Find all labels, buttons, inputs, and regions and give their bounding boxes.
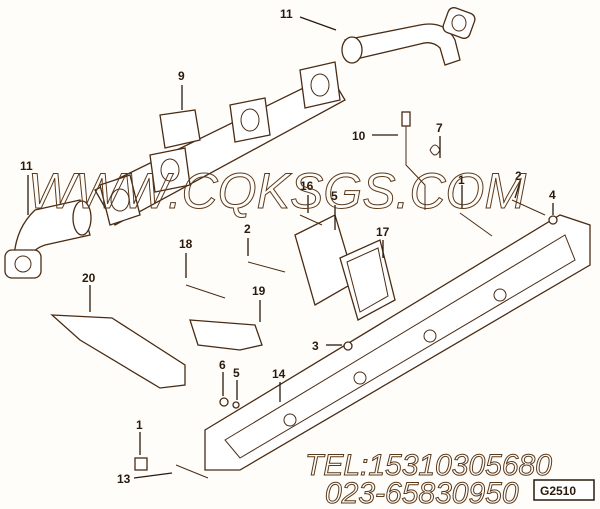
label-5-low: 5 (233, 366, 240, 380)
label-11-left: 11 (20, 159, 33, 173)
label-2: 2 (515, 169, 522, 183)
bolts (134, 199, 558, 479)
watermark-tel: TEL:15310305680 (305, 449, 552, 482)
label-11: 11 (280, 7, 293, 21)
figure-code: G2510 (540, 484, 576, 498)
manifold-housing (204, 214, 591, 471)
label-10: 10 (352, 129, 366, 143)
label-3: 3 (312, 339, 319, 353)
label-20: 20 (82, 271, 96, 285)
label-9: 9 (178, 69, 185, 83)
callout-arrows (27, 16, 554, 479)
label-13: 13 (117, 472, 131, 486)
elbow-pipe-left (4, 199, 92, 279)
watermark-site: WWW.CQKSGS.COM (28, 163, 526, 219)
label-1-top: 1 (458, 173, 465, 187)
cover-plate (294, 214, 396, 321)
bracket-plate (189, 319, 263, 351)
label-6: 6 (219, 358, 226, 372)
label-14: 14 (272, 367, 286, 381)
callout-labels: 11 9 10 7 11 16 5 1 2 4 17 2 18 20 19 3 … (20, 7, 556, 486)
label-4: 4 (549, 188, 556, 202)
label-16: 16 (300, 179, 314, 193)
figure-code-box (533, 479, 595, 501)
watermark-phone: 023-65830950 (325, 477, 519, 509)
label-5: 5 (331, 189, 338, 203)
label-18: 18 (179, 237, 193, 251)
label-19: 19 (252, 284, 266, 298)
label-17: 17 (376, 225, 390, 239)
elbow-pipe-top (341, 7, 476, 66)
label-7: 7 (436, 121, 443, 135)
shield-plate (50, 314, 186, 389)
exhaust-manifold (94, 61, 346, 226)
label-2-mid: 2 (244, 222, 251, 236)
label-1: 1 (136, 418, 143, 432)
